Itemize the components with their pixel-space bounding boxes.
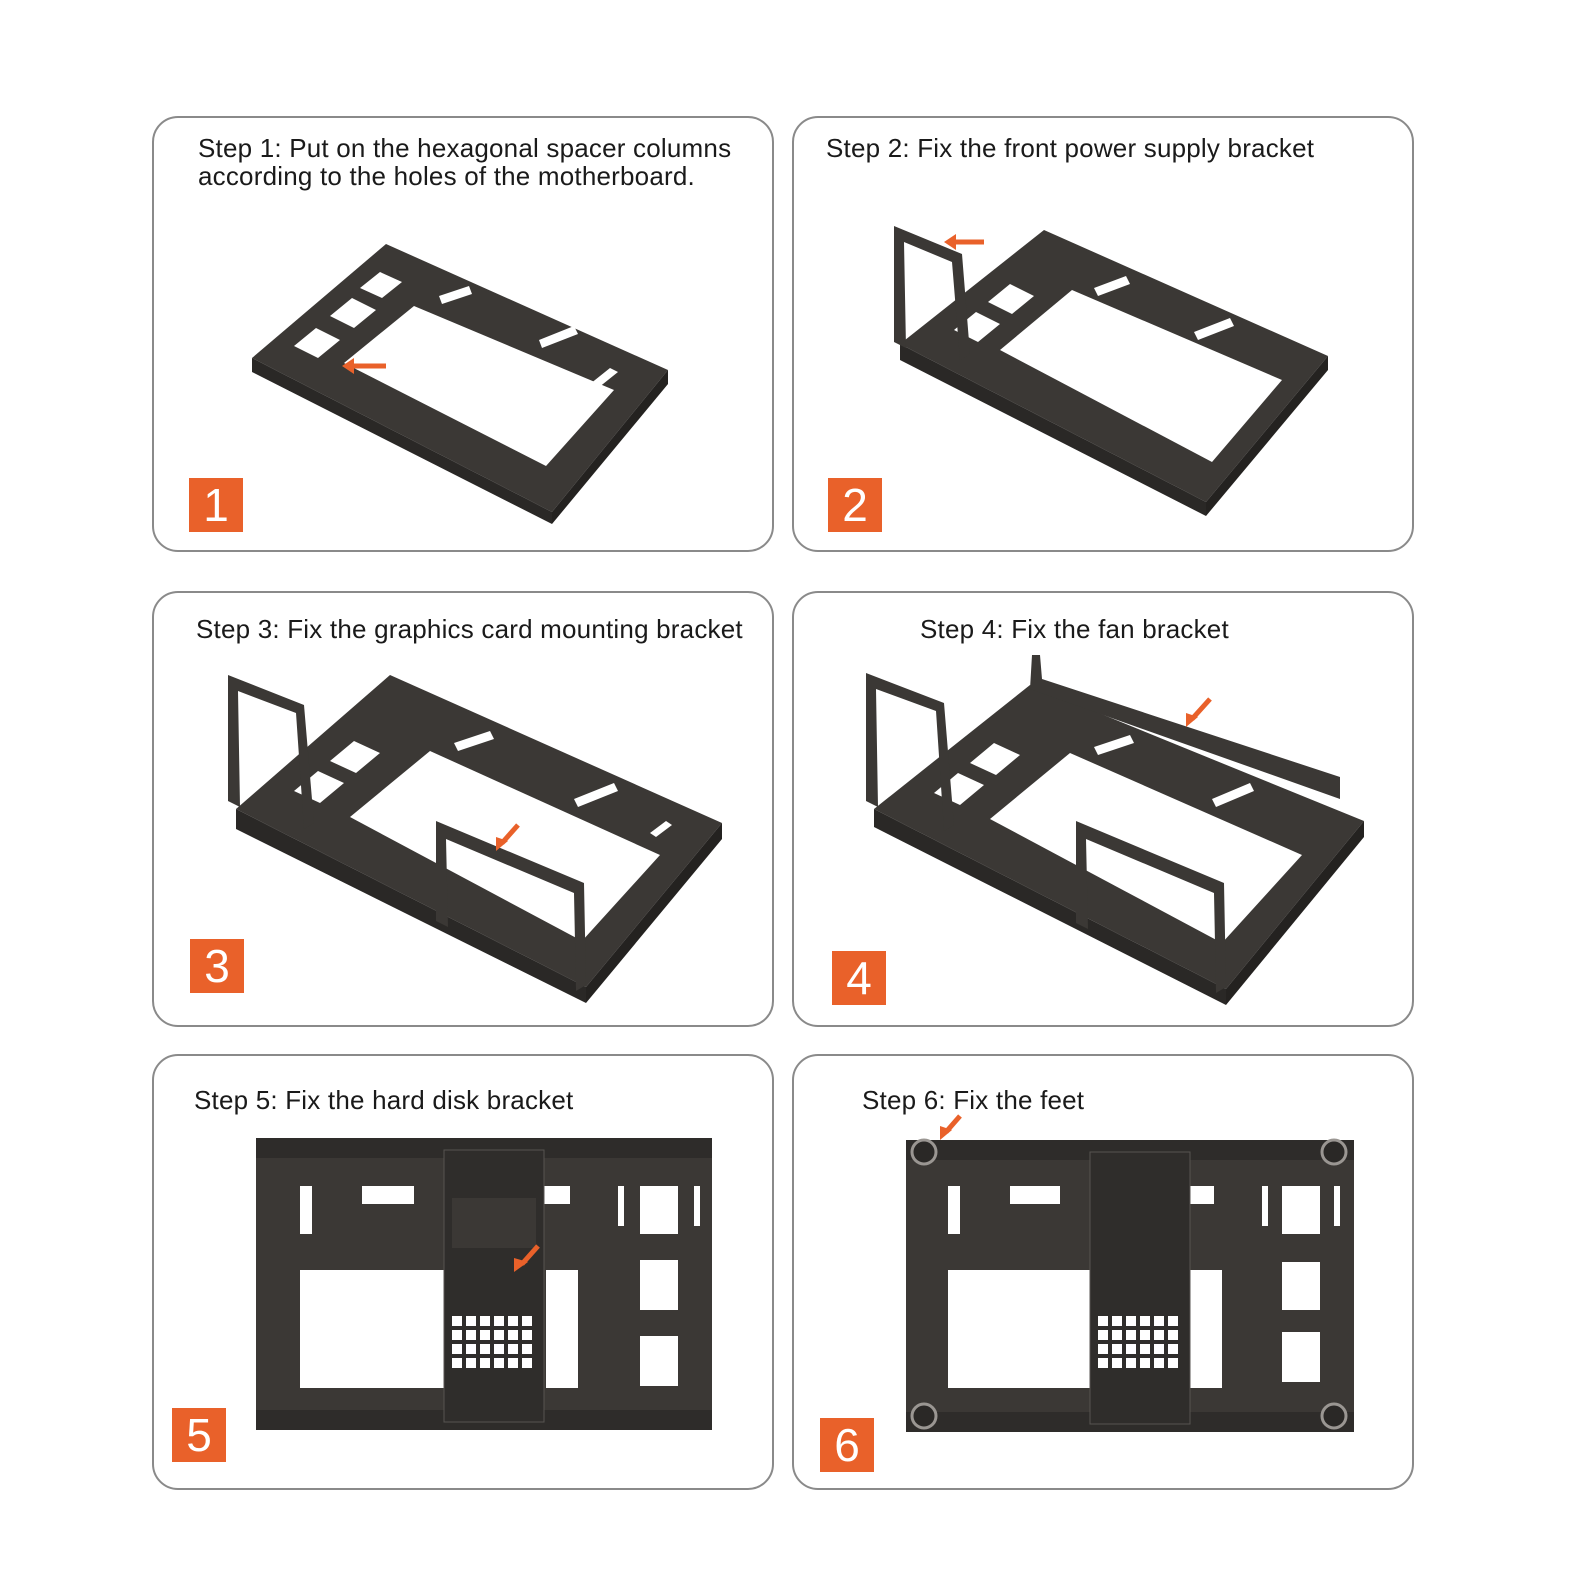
step-3-panel: Step 3: Fix the graphics card mounting b… — [152, 591, 774, 1027]
step-2-panel: Step 2: Fix the front power supply brack… — [792, 116, 1414, 552]
step-4-panel: Step 4: Fix the fan bracket 4 — [792, 591, 1414, 1027]
foot-icons — [910, 1138, 1348, 1430]
arrow-icon — [342, 358, 354, 374]
arrow-icon — [496, 837, 508, 851]
arrow-icon — [1190, 697, 1212, 721]
step-2-frame-illustration — [894, 226, 1328, 516]
step-2-number-badge: 2 — [828, 478, 882, 532]
step-6-number-badge: 6 — [820, 1418, 874, 1472]
arrow-icon — [514, 1258, 528, 1272]
step-5-number-badge: 5 — [172, 1408, 226, 1462]
step-1-caption: Step 1: Put on the hexagonal spacer colu… — [198, 133, 732, 191]
arrow-icon — [944, 234, 956, 250]
step-5-frame-illustration — [256, 1138, 712, 1430]
step-6-caption: Step 6: Fix the feet — [862, 1085, 1085, 1115]
step-3-frame-illustration — [228, 675, 722, 1003]
step-5-caption: Step 5: Fix the hard disk bracket — [194, 1085, 574, 1115]
step-3-number-badge: 3 — [190, 939, 244, 993]
step-4-caption: Step 4: Fix the fan bracket — [920, 614, 1229, 644]
arrow-icon — [520, 1244, 540, 1266]
step-1-panel: Step 1: Put on the hexagonal spacer colu… — [152, 116, 774, 552]
step-2-caption: Step 2: Fix the front power supply brack… — [826, 133, 1315, 163]
arrow-icon — [1186, 713, 1198, 727]
step-6-frame-illustration — [906, 1114, 1354, 1432]
step-1-frame-illustration — [252, 244, 668, 524]
step-3-caption: Step 3: Fix the graphics card mounting b… — [196, 614, 743, 644]
step-4-frame-illustration — [866, 655, 1364, 1005]
step-4-number-badge: 4 — [832, 951, 886, 1005]
step-1-number-badge: 1 — [189, 478, 243, 532]
arrow-icon — [940, 1126, 952, 1140]
step-6-panel: Step 6: Fix the feet — [792, 1054, 1414, 1490]
step-5-panel: Step 5: Fix the hard disk bracket — [152, 1054, 774, 1490]
